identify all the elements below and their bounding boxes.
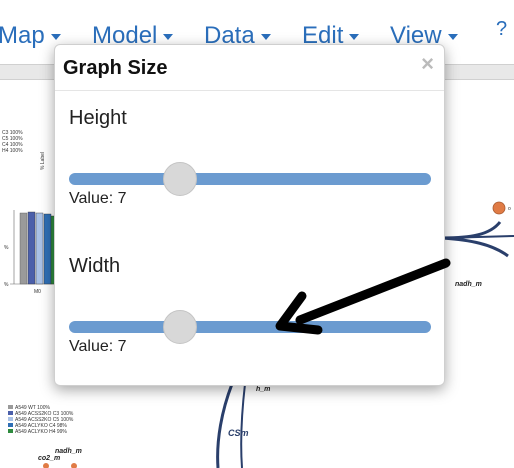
height-value: Value: 7 (69, 190, 127, 207)
help-button[interactable]: ? (496, 18, 508, 40)
legend-top-item: C3 100% (2, 130, 23, 136)
chart-bar (35, 212, 44, 285)
width-slider[interactable] (69, 310, 431, 344)
chart-bar (27, 211, 36, 285)
pathway-edge[interactable] (442, 221, 502, 240)
metabolite-node[interactable] (492, 201, 506, 215)
width-value: Value: 7 (69, 338, 127, 355)
axis-label: % Label (40, 152, 46, 170)
pathway-edge[interactable] (240, 383, 246, 468)
metabolite-label: nadh_m (55, 448, 82, 455)
chevron-down-icon (349, 33, 360, 40)
metabolite-label: h_m (256, 386, 270, 393)
height-label: Height (69, 107, 127, 129)
legend-bottom-item: A549 ACLYKO C4 98% (15, 423, 67, 429)
height-slider-thumb[interactable] (163, 162, 198, 196)
legend-top-item: H4 100% (2, 148, 23, 154)
legend-top-item: C4 100% (2, 142, 23, 148)
legend-top-item: C5 100% (2, 136, 23, 142)
chart-bar (43, 213, 52, 285)
width-label: Width (69, 255, 121, 277)
chevron-down-icon (50, 33, 61, 40)
legend-bottom-item: A549 ACLYKO H4 99% (15, 429, 67, 435)
chevron-down-icon (260, 33, 271, 40)
legend-bottom-item: A549 ACSS2KO C3 100% (15, 411, 74, 417)
legend-bottom: A549 WT 100% A549 ACSS2KO C3 100% A549 A… (8, 405, 74, 435)
width-slider-thumb[interactable] (163, 310, 198, 344)
divider (55, 90, 444, 91)
chart-bar (19, 212, 28, 285)
chevron-down-icon (447, 33, 458, 40)
pathway-edge[interactable] (216, 383, 234, 468)
reaction-label: CSm (228, 428, 249, 438)
bar-group-label: M0 (34, 289, 41, 295)
metabolite-node[interactable] (43, 463, 49, 468)
graph-size-dialog: Graph Size × Height Value: 7 Width Value… (54, 44, 445, 386)
legend-bottom-item: A549 ACSS2KO C5 100% (15, 417, 74, 423)
metabolite-label: co2_m (38, 455, 60, 462)
pathway-edge[interactable] (442, 236, 509, 258)
height-slider[interactable] (69, 162, 431, 196)
legend-top: C3 100% C5 100% C4 100% H4 100% (2, 130, 23, 154)
node-label: o (508, 206, 511, 212)
close-icon[interactable]: × (421, 51, 434, 76)
svg-text:%: % (4, 282, 9, 288)
pathway-edge[interactable] (442, 235, 514, 239)
dialog-title: Graph Size (63, 57, 168, 79)
chevron-down-icon (163, 33, 174, 40)
legend-bottom-item: A549 WT 100% (15, 405, 50, 411)
metabolite-label: nadh_m (455, 281, 482, 288)
bar-chart-mini: % % M0 (4, 210, 60, 295)
menu-map[interactable]: Map (0, 22, 61, 50)
svg-text:%: % (4, 245, 9, 251)
metabolite-node[interactable] (71, 463, 77, 468)
